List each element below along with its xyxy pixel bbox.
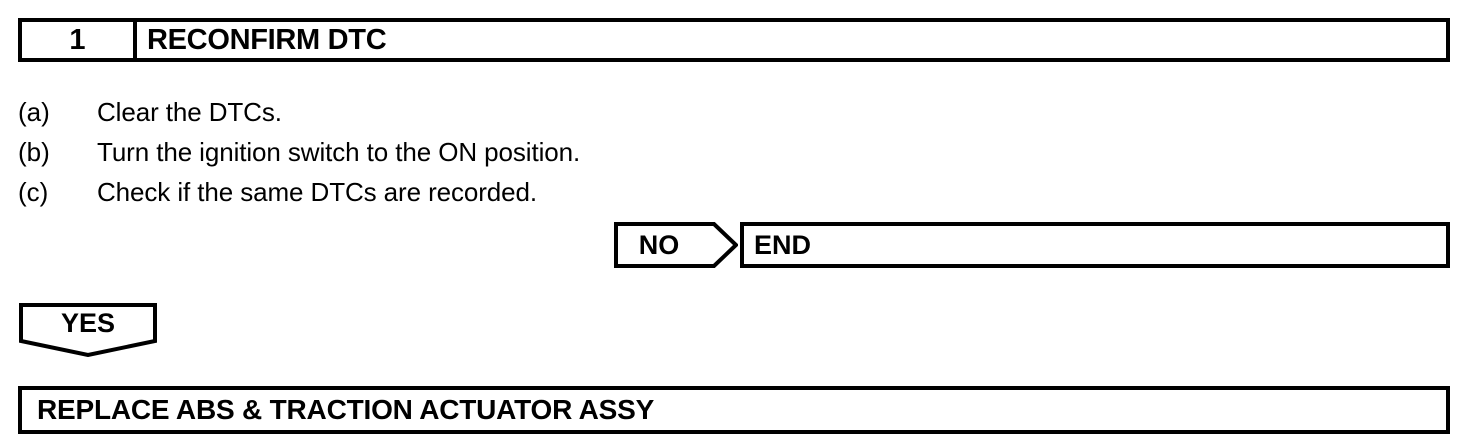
step-number: 1 <box>69 23 86 56</box>
step-number-cell: 1 <box>22 22 137 58</box>
step-title-cell: RECONFIRM DTC <box>137 22 1446 58</box>
instruction-text: Turn the ignition switch to the ON posit… <box>97 137 581 167</box>
step-title: RECONFIRM DTC <box>147 23 387 56</box>
instruction-text: Check if the same DTCs are recorded. <box>97 177 538 207</box>
instruction-item: (b) Turn the ignition switch to the ON p… <box>18 132 1118 172</box>
yes-branch-label: YES <box>60 307 116 338</box>
end-result-label: END <box>754 229 812 260</box>
instruction-item: (a) Clear the DTCs. <box>18 92 1118 132</box>
down-arrow-pentagon-icon <box>19 303 157 357</box>
replace-actuator-result-box: REPLACE ABS & TRACTION ACTUATOR ASSY <box>18 386 1450 434</box>
instruction-text: Clear the DTCs. <box>97 97 282 127</box>
right-arrow-pentagon-icon <box>614 222 738 268</box>
no-branch-label: NO <box>638 229 680 260</box>
step-header-box: 1 RECONFIRM DTC <box>18 18 1450 62</box>
end-result-box: END <box>740 222 1450 268</box>
no-branch-arrow: NO <box>614 222 738 268</box>
yes-branch-arrow: YES <box>19 303 157 357</box>
instruction-label: (b) <box>18 137 50 167</box>
replace-actuator-result-label: REPLACE ABS & TRACTION ACTUATOR ASSY <box>37 394 655 425</box>
instruction-label: (c) <box>18 177 49 207</box>
instruction-item: (c) Check if the same DTCs are recorded. <box>18 172 1118 212</box>
instruction-list: (a) Clear the DTCs. (b) Turn the ignitio… <box>18 92 1118 212</box>
instruction-label: (a) <box>18 97 50 127</box>
